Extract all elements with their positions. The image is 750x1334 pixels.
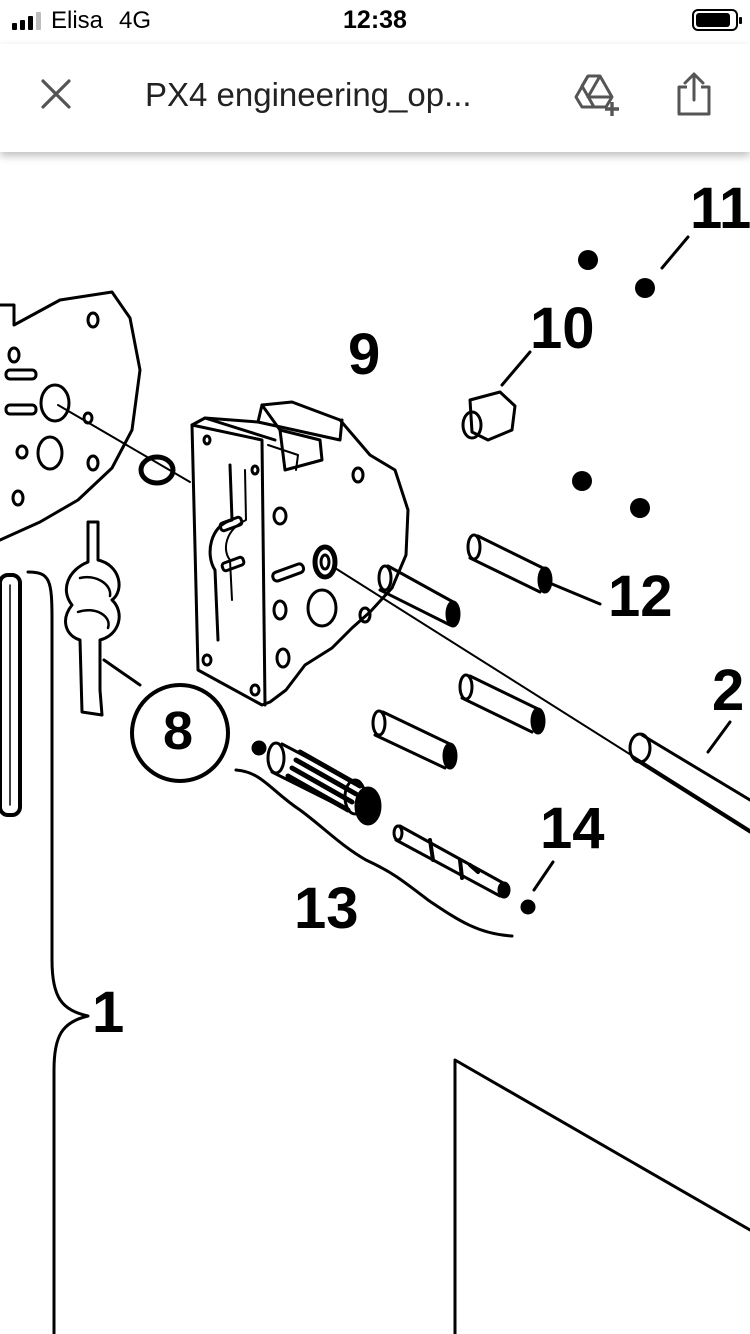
add-to-drive-button[interactable]: [570, 66, 626, 122]
bracket-1: [26, 570, 90, 1334]
left-plate: [0, 290, 142, 542]
screws: [572, 250, 655, 518]
piston-assembly: [251, 740, 555, 915]
close-button[interactable]: [28, 66, 84, 122]
spring-part: [64, 520, 121, 717]
callout-11: 11: [690, 176, 750, 241]
status-bar: Elisa 4G 12:38: [0, 0, 750, 44]
status-left: Elisa 4G: [12, 6, 151, 36]
callout-14: 14: [540, 796, 605, 861]
network-type: 4G: [119, 7, 152, 34]
callout-circle-8: [130, 683, 230, 783]
battery-icon: [692, 9, 742, 31]
add-to-drive-icon: [574, 74, 619, 116]
housing-body: [190, 400, 410, 707]
carrier-name: Elisa: [51, 7, 104, 34]
dowel-pins: [371, 533, 553, 770]
callout-2: 2: [712, 658, 745, 723]
callout-1: 1: [92, 980, 125, 1045]
document-title: PX4 engineering_op...: [145, 76, 472, 113]
callout-12: 12: [608, 564, 673, 629]
document-page[interactable]: 11 10 9 12 2 8 14 13 1: [0, 152, 750, 1334]
signal-strength-icon: [12, 12, 41, 30]
exploded-parts-diagram: [0, 235, 750, 1334]
callout-13: 13: [294, 876, 359, 941]
viewer-toolbar: PX4 engineering_op...: [0, 44, 750, 152]
callout-10: 10: [530, 296, 595, 361]
bracket-13: [234, 768, 514, 938]
callout-9: 9: [348, 322, 381, 387]
share-icon: [677, 72, 711, 116]
share-button[interactable]: [666, 66, 722, 122]
close-icon: [41, 79, 71, 109]
nut: [468, 390, 517, 442]
clock: 12:38: [343, 6, 407, 34]
callout-8: 8: [163, 701, 194, 761]
